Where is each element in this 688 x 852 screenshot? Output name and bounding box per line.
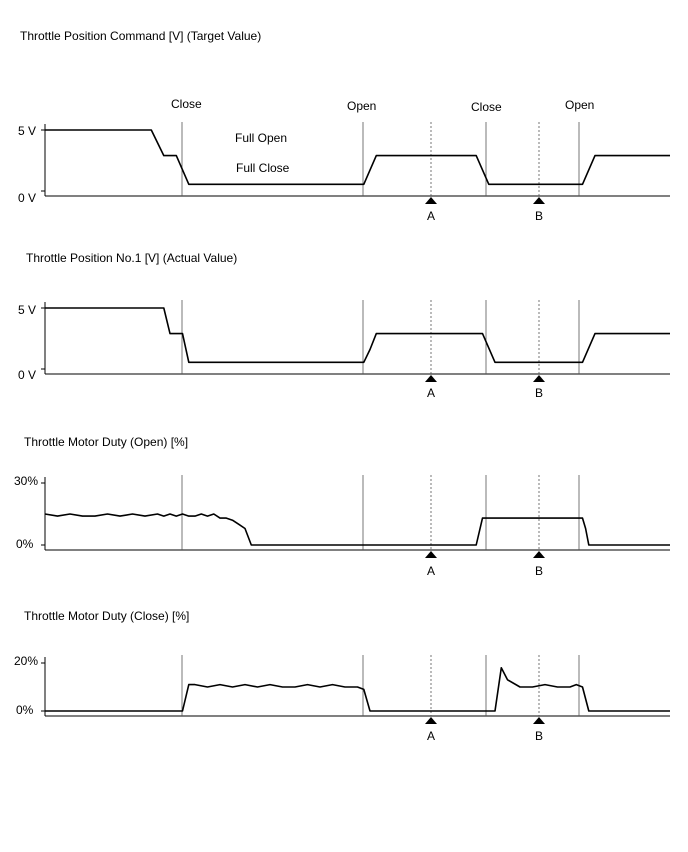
panel-2-series-line [45, 307, 670, 364]
marker-b-label-1: B [535, 209, 543, 223]
panel-4-ytick-bottom: 0% [16, 703, 34, 717]
panel-1-ytick-top: 5 V [18, 124, 36, 138]
panel-4-marker-a-arrow [425, 717, 437, 724]
panel-2-title: Throttle Position No.1 [V] (Actual Value… [26, 251, 237, 265]
panel-3-title: Throttle Motor Duty (Open) [%] [24, 435, 188, 449]
marker-b-label-3: B [535, 564, 543, 578]
marker-a-label-1: A [427, 209, 435, 223]
marker-b-label-2: B [535, 386, 543, 400]
panel-1-ytick-bottom: 0 V [18, 191, 36, 205]
state-label-full-close: Full Close [236, 161, 290, 175]
panel-4-title: Throttle Motor Duty (Close) [%] [24, 609, 189, 623]
marker-b-label-4: B [535, 729, 543, 743]
panel-3-marker-a-arrow [425, 551, 437, 558]
panel-1-marker-b-arrow [533, 197, 545, 204]
panel-4-marker-b-arrow [533, 717, 545, 724]
event-label-open-1: Open [347, 99, 376, 113]
panel-3-ytick-top: 30% [14, 474, 38, 488]
event-label-close-1: Close [171, 97, 202, 111]
panel-4-series-line [45, 666, 670, 712]
panel-1-series-line [45, 129, 670, 186]
panel-3-marker-b-arrow [533, 551, 545, 558]
panel-2-ytick-top: 5 V [18, 303, 36, 317]
panel-4-ytick-top: 20% [14, 654, 38, 668]
state-label-full-open: Full Open [235, 131, 287, 145]
event-label-close-2: Close [471, 100, 502, 114]
panel-1-title: Throttle Position Command [V] (Target Va… [20, 29, 261, 43]
panel-1-marker-a-arrow [425, 197, 437, 204]
marker-a-label-2: A [427, 386, 435, 400]
marker-a-label-3: A [427, 564, 435, 578]
marker-a-label-4: A [427, 729, 435, 743]
panel-3-ytick-bottom: 0% [16, 537, 34, 551]
panel-2-marker-a-arrow [425, 375, 437, 382]
panel-2-ytick-bottom: 0 V [18, 368, 36, 382]
event-label-open-2: Open [565, 98, 594, 112]
panel-2-marker-b-arrow [533, 375, 545, 382]
panel-3-series-line [44, 513, 670, 546]
